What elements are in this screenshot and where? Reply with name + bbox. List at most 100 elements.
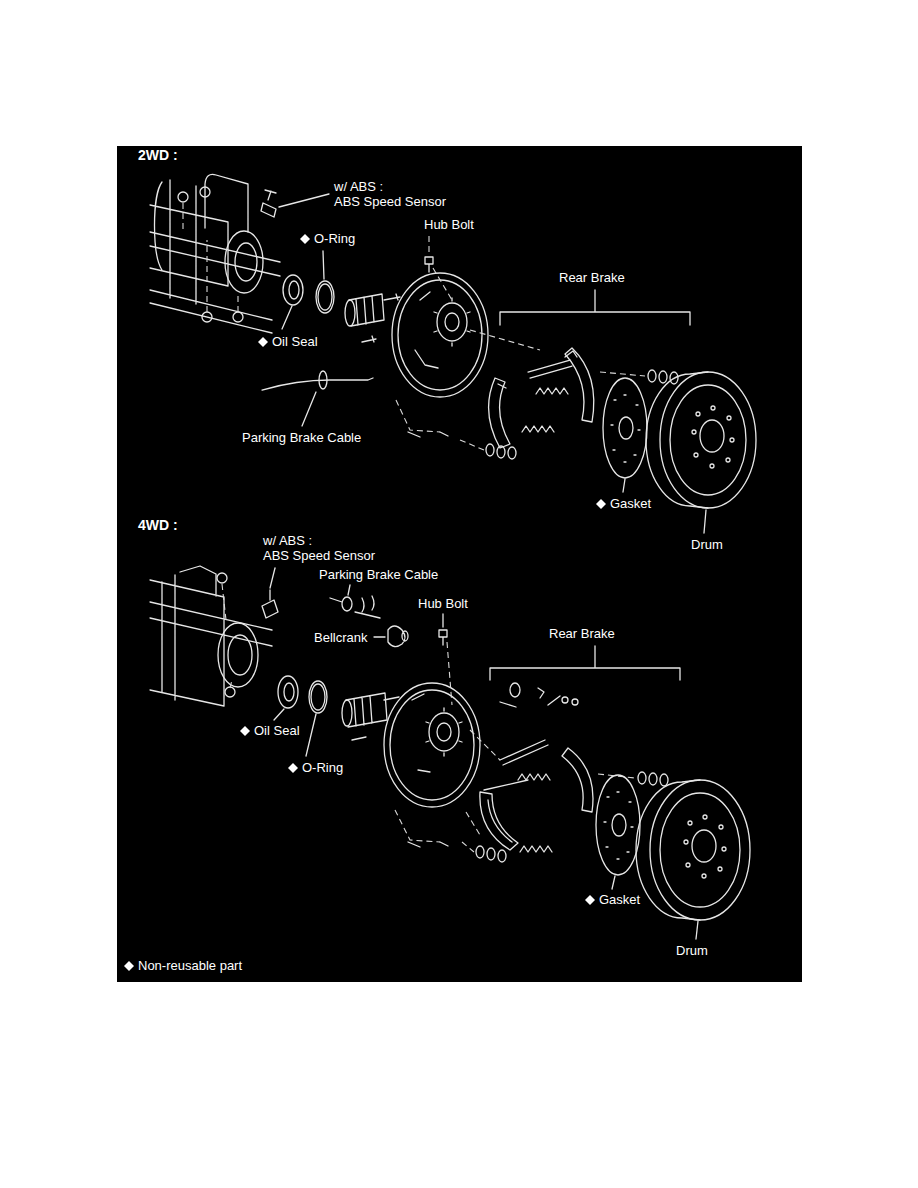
hub-bore: [445, 313, 459, 331]
part-label: ABS Speed Sensor: [333, 194, 447, 209]
drum-hub: [700, 420, 724, 452]
part-label: Parking Brake Cable: [241, 430, 362, 445]
assembly-line: [396, 236, 452, 432]
leader-line: [442, 614, 443, 627]
non-reusable-mark: [300, 234, 310, 244]
black-panel: [117, 146, 802, 982]
backing-plate-rim: [390, 690, 474, 800]
section-heading: 4WD :: [137, 518, 179, 533]
assembly-line: [462, 774, 635, 852]
cable-retainer: [319, 371, 327, 389]
gasket-holes: [604, 792, 633, 859]
gasket-bore: [612, 814, 626, 836]
cable-clip: [342, 597, 352, 611]
section-heading: 2WD :: [137, 148, 179, 163]
axle-flange: [225, 231, 263, 293]
nuts: [217, 573, 235, 697]
leader-line: [623, 479, 625, 492]
hub-bolt: [425, 257, 433, 272]
non-reusable-mark: [288, 763, 298, 773]
leader-line: [306, 714, 316, 756]
non-reusable-mark: [585, 895, 595, 905]
hub-studs: [415, 292, 470, 368]
drum: [660, 372, 756, 508]
axle-housing: [150, 566, 272, 706]
non-reusable-mark: [596, 499, 606, 509]
oil-seal-inner: [284, 683, 294, 701]
abs-speed-sensor: [262, 590, 278, 618]
leader-line: [279, 194, 329, 207]
hub: [429, 713, 459, 751]
assembly-line: [222, 584, 232, 688]
o-ring: [316, 281, 334, 313]
bellcrank: [388, 626, 408, 647]
part-label: Oil Seal: [253, 723, 301, 738]
assembly-line: [395, 642, 500, 842]
part-label: Bellcrank: [313, 630, 368, 645]
part-label: Gasket: [598, 892, 641, 907]
hub: [437, 303, 467, 341]
o-ring-inner: [318, 284, 332, 310]
part-label: Hub Bolt: [423, 217, 475, 232]
part-label: Parking Brake Cable: [318, 567, 439, 582]
hub-bolt: [439, 630, 447, 645]
leader-line: [274, 709, 284, 720]
axle-spline-end: [342, 700, 352, 726]
oil-seal: [278, 676, 298, 708]
brake-shoe: [480, 780, 528, 850]
spring: [522, 388, 568, 432]
gasket: [603, 378, 647, 478]
part-label: Drum: [675, 943, 709, 958]
leader-line: [374, 636, 385, 637]
parking-brake-cable-parts: [330, 596, 380, 618]
bolt: [408, 842, 448, 847]
abs-speed-sensor: [261, 190, 276, 217]
part-label: Hub Bolt: [417, 596, 469, 611]
drum-rim: [670, 385, 746, 495]
drum: [650, 780, 750, 920]
part-label: Gasket: [609, 496, 652, 511]
non-reusable-mark: [258, 337, 268, 347]
non-reusable-mark: [240, 726, 250, 736]
o-ring-inner: [311, 684, 325, 710]
gasket-holes: [611, 395, 640, 462]
backing-plate-rim: [398, 280, 482, 390]
gasket: [596, 775, 640, 875]
axle-housing: [150, 174, 280, 333]
axle-spline-end: [345, 300, 355, 326]
leader-line: [696, 921, 698, 939]
drum-rim: [660, 793, 740, 907]
bracket: [500, 290, 690, 325]
oil-seal-inner: [289, 281, 299, 299]
drum-holes: [684, 815, 726, 878]
axle-flange-bore: [235, 243, 257, 281]
bracket: [490, 646, 680, 680]
parking-brake-cable: [262, 378, 373, 390]
leader-line: [348, 585, 350, 595]
nuts: [178, 187, 243, 322]
bolt: [408, 432, 448, 437]
assembly-line: [460, 330, 645, 450]
brake-shoe: [565, 348, 594, 422]
leader-line: [704, 510, 706, 533]
part-label: Drum: [690, 537, 724, 552]
o-ring: [309, 681, 327, 713]
brake-shoe: [562, 748, 593, 812]
part-label: ABS Speed Sensor: [262, 548, 376, 563]
axle-flange: [218, 623, 258, 687]
non-reusable-mark: [124, 961, 134, 971]
part-label: w/ ABS :: [262, 533, 313, 548]
drum-hub: [692, 830, 716, 862]
hub-studs: [412, 694, 462, 772]
assembly-line: [183, 203, 238, 312]
oil-seal: [283, 275, 303, 305]
leader-line: [302, 392, 316, 426]
backing-plate: [384, 683, 480, 807]
drum-back: [636, 780, 700, 920]
strut: [500, 740, 548, 765]
part-label: Oil Seal: [271, 334, 319, 349]
leader-line: [282, 251, 324, 329]
group-label: Rear Brake: [548, 626, 616, 641]
axle-flange-bore: [228, 635, 252, 675]
